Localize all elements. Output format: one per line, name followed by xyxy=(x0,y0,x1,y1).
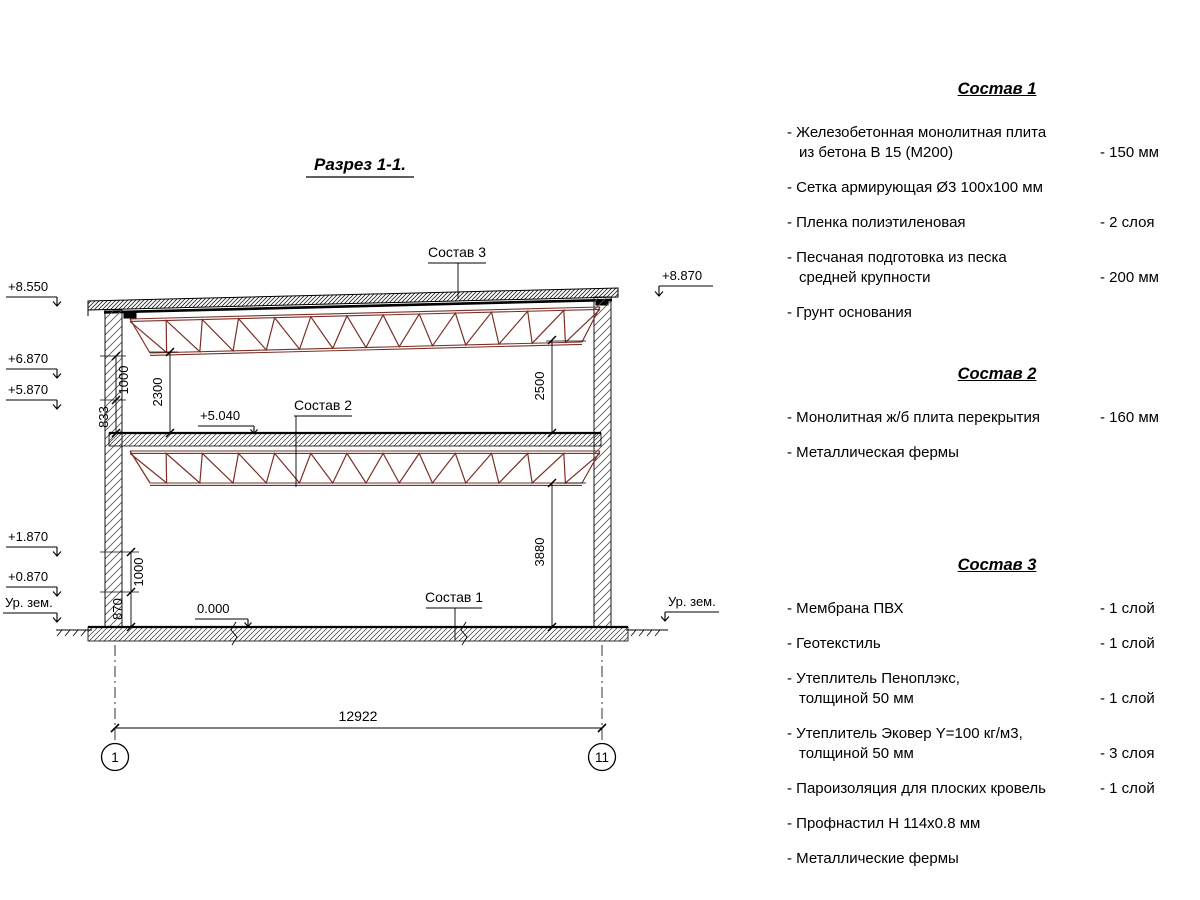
elevation-label-8870: +8.870 xyxy=(662,268,702,283)
elevation-mark-8550 xyxy=(6,296,62,307)
elevation-mark-8870 xyxy=(654,285,713,297)
drawing-title: Разрез 1-1. xyxy=(314,155,406,174)
elevation-mark-5870 xyxy=(6,399,62,410)
elevation-mark-6870 xyxy=(6,368,62,379)
dim-2300 xyxy=(150,347,178,438)
spec-item-value: - 1 слой xyxy=(1100,690,1155,707)
elevation-label-5870: +5.870 xyxy=(8,382,48,397)
spec-item-text: - Сетка армирующая Ø3 100х100 мм xyxy=(787,179,1043,196)
spec-item: - Грунт основания xyxy=(787,303,1180,323)
dim-label-870: 870 xyxy=(110,598,125,620)
elevation-mark-ground-right xyxy=(660,611,719,622)
spec-item: - Утеплитель Эковер Y=100 кг/м3, толщино… xyxy=(787,724,1180,764)
elevation-mark-0000 xyxy=(195,618,252,628)
dim-label-3880: 3880 xyxy=(532,538,547,567)
axis-lines xyxy=(114,645,603,742)
axis-bubble-1 xyxy=(100,742,130,772)
ground-slab xyxy=(87,621,629,646)
steel-trusses xyxy=(129,306,601,486)
spec-item-text: - Металлическая фермы xyxy=(787,444,959,461)
spec-item-value: - 150 мм xyxy=(1100,144,1159,161)
spec-item-text: - Железобетонная монолитная плита из бет… xyxy=(787,124,1047,161)
spec-item-value: - 1 слой xyxy=(1100,780,1155,797)
spec-item-text: - Утеплитель Пеноплэкс, толщиной 50 мм xyxy=(787,670,960,707)
dim-label-2500: 2500 xyxy=(532,372,547,401)
spec-heading-2: Состав 2 xyxy=(957,365,1037,383)
spec-item-value: - 200 мм xyxy=(1100,269,1159,286)
floor-slab-5040 xyxy=(108,431,602,447)
spec-item: - Сетка армирующая Ø3 100х100 мм xyxy=(787,178,1180,198)
elevation-label-ground-right: Ур. зем. xyxy=(668,594,716,609)
spec-item-text: - Профнастил Н 114х0.8 мм xyxy=(787,815,981,832)
spec-item-text: - Металлические фермы xyxy=(787,850,959,867)
elevation-label-ground-left: Ур. зем. xyxy=(5,595,53,610)
spec-item-text: - Пароизоляция для плоских кровель xyxy=(787,780,1046,797)
elevation-label-8550: +8.550 xyxy=(8,279,48,294)
elevation-label-0870: +0.870 xyxy=(8,569,48,584)
elevation-mark-1870 xyxy=(6,546,62,557)
ground-level-left xyxy=(56,629,92,637)
spec-item-value: - 1 слой xyxy=(1100,635,1155,652)
spec-item-value: - 2 слоя xyxy=(1100,214,1155,231)
section-drawing: Разрез 1-1. Состав 3 Состав 2 Состав 1 +… xyxy=(3,155,719,772)
spec-item: - Песчаная подготовка из песка средней к… xyxy=(787,248,1180,288)
elevation-label-0000: 0.000 xyxy=(197,601,230,616)
elevation-mark-0870 xyxy=(6,586,62,597)
spec-item-text: - Утеплитель Эковер Y=100 кг/м3, толщино… xyxy=(787,725,1023,762)
elevation-marks xyxy=(3,285,719,628)
dim-label-2300: 2300 xyxy=(150,378,165,407)
spec-item: - Металлическая фермы xyxy=(787,443,1180,463)
roof-slab xyxy=(87,287,619,319)
label-sostav-1: Состав 1 xyxy=(425,589,483,605)
elevation-mark-5040 xyxy=(198,425,258,435)
spec-heading-3: Состав 3 xyxy=(957,556,1037,574)
dim-2500 xyxy=(546,335,586,438)
dim-3880 xyxy=(547,478,586,632)
spec-item-text: - Пленка полиэтиленовая xyxy=(787,214,966,231)
dimension-12922 xyxy=(110,723,607,733)
spec-item: - Пароизоляция для плоских кровель - 1 с… xyxy=(787,779,1180,799)
elevation-mark-ground-left xyxy=(3,612,62,623)
spec-item-value: - 160 мм xyxy=(1100,409,1159,426)
axis-label-1: 1 xyxy=(111,750,119,765)
spec-item-text: - Мембрана ПВХ xyxy=(787,600,904,617)
spec-heading-1: Состав 1 xyxy=(957,80,1037,98)
specs-panel: Состав 1 - Железобетонная монолитная пли… xyxy=(735,0,1180,900)
dim-label-12922: 12922 xyxy=(339,708,378,724)
dim-chain-lower-left xyxy=(100,547,139,632)
spec-section-2: Состав 2 - Монолитная ж/б плита перекрыт… xyxy=(735,365,1180,478)
elevation-label-6870: +6.870 xyxy=(8,351,48,366)
spec-section-3: Состав 3 - Мембрана ПВХ - 1 слой - Геоте… xyxy=(735,556,1180,884)
spec-item: - Профнастил Н 114х0.8 мм xyxy=(787,814,1180,834)
spec-item-text: - Геотекстиль xyxy=(787,635,881,652)
spec-item: - Утеплитель Пеноплэкс, толщиной 50 мм -… xyxy=(787,669,1180,709)
ground-level-right xyxy=(626,629,668,637)
spec-item: - Железобетонная монолитная плита из бет… xyxy=(787,123,1180,163)
spec-item: - Геотекстиль - 1 слой xyxy=(787,634,1180,654)
spec-item: - Монолитная ж/б плита перекрытия - 160 … xyxy=(787,408,1180,428)
spec-item-value: - 3 слоя xyxy=(1100,745,1155,762)
elevation-label-5040: +5.040 xyxy=(200,408,240,423)
right-wall xyxy=(593,296,612,628)
elevation-label-1870: +1.870 xyxy=(8,529,48,544)
axis-bubble-11 xyxy=(587,742,617,772)
spec-section-1: Состав 1 - Железобетонная монолитная пли… xyxy=(735,80,1180,338)
spec-item-text: - Грунт основания xyxy=(787,304,912,321)
spec-item: - Мембрана ПВХ - 1 слой xyxy=(787,599,1180,619)
spec-item: - Металлические фермы xyxy=(787,849,1180,869)
dim-chain-upper-left xyxy=(100,351,126,438)
dim-label-833: 833 xyxy=(96,406,111,428)
leader-lines xyxy=(294,262,486,640)
dim-label-1000-lower: 1000 xyxy=(131,558,146,587)
spec-item-value: - 1 слой xyxy=(1100,600,1155,617)
label-sostav-2: Состав 2 xyxy=(294,397,352,413)
dim-label-1000-upper: 1000 xyxy=(116,366,131,395)
label-sostav-3: Состав 3 xyxy=(428,244,486,260)
axis-label-11: 11 xyxy=(595,750,609,765)
spec-item-text: - Песчаная подготовка из песка средней к… xyxy=(787,249,1007,286)
spec-item: - Пленка полиэтиленовая - 2 слоя xyxy=(787,213,1180,233)
spec-item-text: - Монолитная ж/б плита перекрытия xyxy=(787,409,1041,426)
